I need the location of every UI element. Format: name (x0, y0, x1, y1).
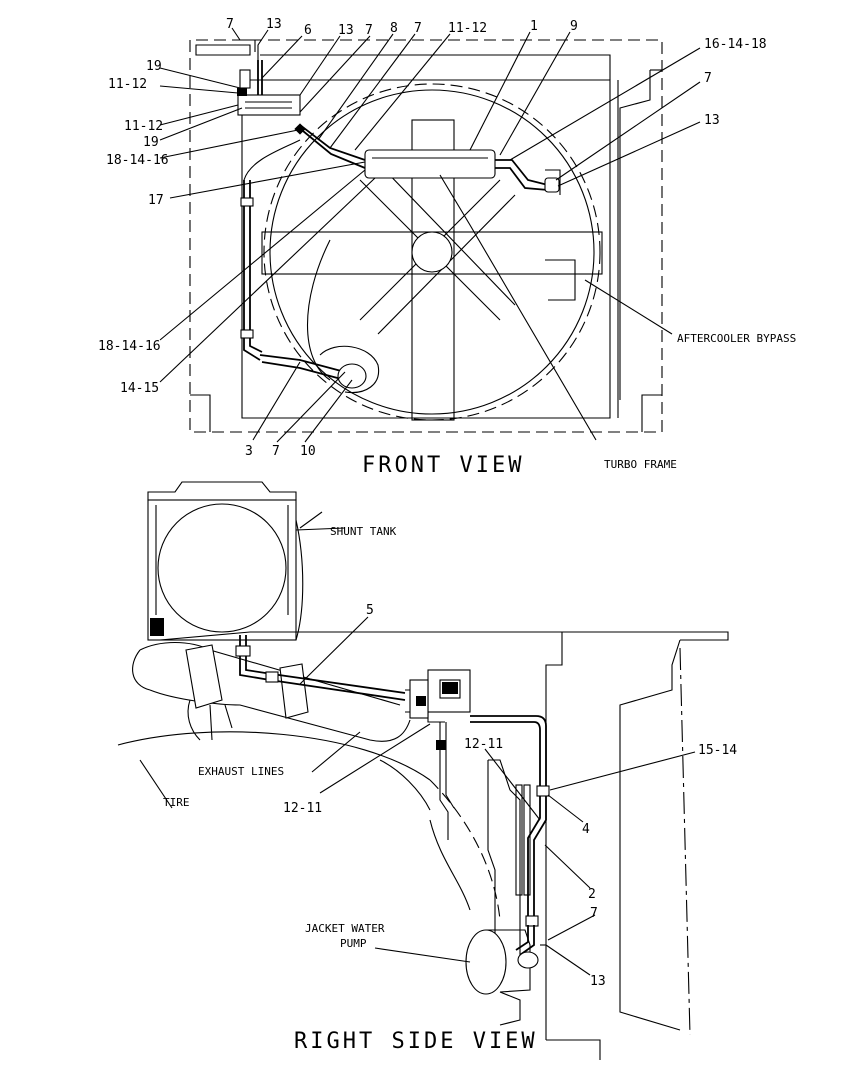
turbo-housing (405, 669, 471, 840)
right-side-view: 5 12-11 12-11 15-14 4 2 7 13 SHUNT TANK … (117, 481, 737, 1060)
callout-7-b: 7 (365, 23, 373, 38)
leader-lines-side (139, 511, 696, 976)
tube-left-vertical (243, 180, 261, 361)
callout-9: 9 (570, 19, 578, 34)
callout-16-14-18: 16-14-18 (704, 37, 767, 52)
callout-6: 6 (304, 23, 312, 38)
aftercooler (364, 149, 496, 179)
frame-rail-right (619, 639, 681, 1031)
callout-18-14-16-a: 18-14-16 (106, 153, 169, 168)
callout-13-a: 13 (266, 17, 282, 32)
caption-exhaust-lines: EXHAUST LINES (198, 765, 284, 778)
leader-lines-front (159, 27, 701, 443)
callout-12-11-b: 12-11 (464, 737, 503, 752)
callout-13-b: 13 (338, 23, 354, 38)
fitting-15-14 (536, 785, 550, 797)
callout-5: 5 (366, 603, 374, 618)
tire-outline (117, 731, 431, 781)
fan (261, 119, 603, 421)
callout-7-e: 7 (272, 444, 280, 459)
callout-7-f: 7 (590, 906, 598, 921)
callout-15-14: 15-14 (698, 743, 737, 758)
callout-11-12-a: 11-12 (448, 21, 487, 36)
side-view-title: RIGHT SIDE VIEW (294, 1029, 538, 1054)
fitting-lower (337, 363, 367, 389)
caption-aftercooler-bypass: AFTERCOOLER BYPASS (677, 332, 796, 345)
callout-19-b: 19 (143, 135, 159, 150)
caption-tire: TIRE (163, 796, 190, 809)
jacket-water-pump (465, 929, 546, 1026)
callouts-side: 5 12-11 12-11 15-14 4 2 7 13 (283, 603, 737, 989)
frame-rail-left (545, 632, 563, 1040)
callout-13-d: 13 (590, 974, 606, 989)
callout-19-a: 19 (146, 59, 162, 74)
callout-10: 10 (300, 444, 316, 459)
callout-4: 4 (582, 822, 590, 837)
engine-block-lower (429, 759, 531, 960)
callout-3: 3 (245, 444, 253, 459)
fan-hub (411, 231, 453, 273)
caption-jacket-water: JACKET WATER (305, 922, 385, 935)
front-view-title: FRONT VIEW (362, 453, 524, 478)
bracket (237, 94, 301, 116)
callouts-front: 7 13 6 13 7 8 7 11-12 1 9 16-14-18 7 13 … (98, 17, 767, 459)
tube-lower (259, 354, 346, 373)
callout-11-12-c: 11-12 (124, 119, 163, 134)
caption-turbo-frame: TURBO FRAME (604, 458, 677, 471)
engine-deck (159, 631, 729, 641)
caption-pump: PUMP (340, 937, 367, 950)
callout-7-a: 7 (226, 17, 234, 32)
callout-18-14-16-b: 18-14-16 (98, 339, 161, 354)
callout-17: 17 (148, 193, 164, 208)
callout-8: 8 (390, 21, 398, 36)
front-view: 7 13 6 13 7 8 7 11-12 1 9 16-14-18 7 13 … (98, 17, 796, 478)
callout-7-d: 7 (704, 71, 712, 86)
callout-2: 2 (588, 887, 596, 902)
radiator-core-outline (241, 79, 611, 419)
radiator-frame-outline (189, 39, 663, 433)
callout-1: 1 (530, 19, 538, 34)
exhaust-line (132, 642, 411, 742)
tube-upper-right (495, 159, 549, 186)
callout-12-11-a: 12-11 (283, 801, 322, 816)
callout-11-12-b: 11-12 (108, 77, 147, 92)
callout-13-c: 13 (704, 113, 720, 128)
shunt-tank (147, 481, 346, 641)
callout-14-15: 14-15 (120, 381, 159, 396)
callout-7-c: 7 (414, 21, 422, 36)
caption-shunt-tank: SHUNT TANK (330, 525, 397, 538)
